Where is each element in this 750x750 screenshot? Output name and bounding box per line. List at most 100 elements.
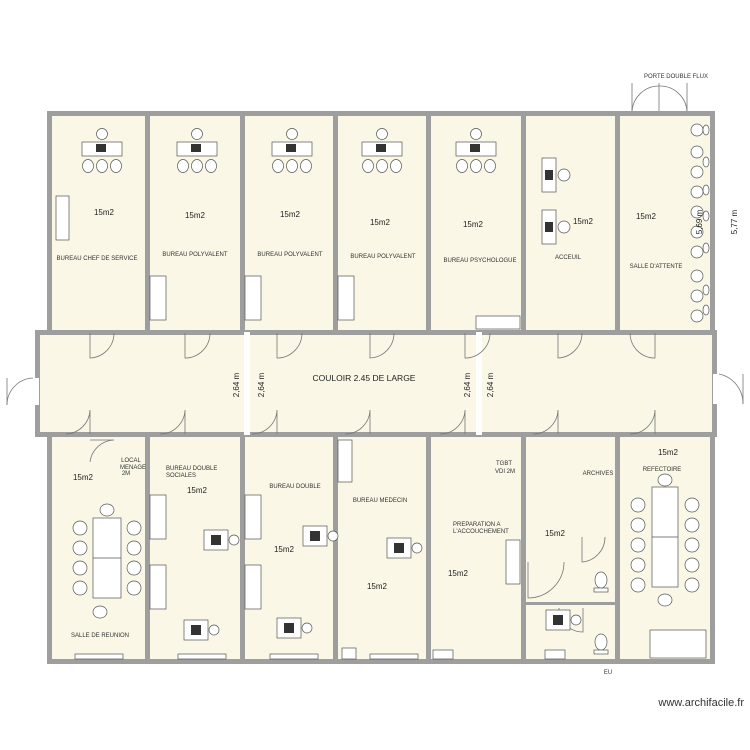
room-area: 15m2 — [367, 582, 388, 591]
dimension-label: 2,64 m — [486, 372, 495, 397]
chair-icon — [470, 128, 482, 140]
room-label: BUREAU PSYCHOLOGUE — [443, 258, 516, 264]
dimension-label: 2,64 m — [463, 372, 472, 397]
chair-icon — [657, 593, 673, 607]
computer-icon — [96, 144, 106, 152]
room-area: 15m2 — [280, 210, 301, 219]
chair-icon — [300, 159, 312, 173]
room-area: 15m2 — [274, 545, 295, 554]
chair-icon — [72, 520, 88, 536]
wc-label: EU — [604, 670, 612, 676]
refectoire-table — [651, 486, 679, 588]
room-label: MENAGE — [120, 465, 146, 471]
room-label: LOCAL — [121, 458, 141, 464]
corridor-opening — [244, 332, 250, 435]
corridor-opening — [476, 332, 482, 435]
chair-icon — [286, 159, 298, 173]
meeting-table — [92, 517, 122, 599]
room-label: SALLE D'ATTENTE — [630, 264, 683, 270]
chair-icon — [690, 145, 704, 159]
room-label: BUREAU POLYVALENT — [162, 252, 227, 258]
room-label: TGBT — [496, 461, 512, 467]
chair-icon — [690, 165, 704, 179]
room-label: L'ACCOUCHEMENT — [453, 529, 509, 535]
office-furniture — [81, 128, 582, 641]
chair-icon — [690, 123, 704, 137]
chair-icon — [702, 210, 710, 222]
chair-icon — [191, 128, 203, 140]
room-area: 15m2 — [448, 569, 469, 578]
chair-icon — [456, 159, 468, 173]
chair-icon — [110, 159, 122, 173]
room-area: 15m2 — [370, 218, 391, 227]
computer-icon — [286, 144, 296, 152]
computer-icon — [470, 144, 480, 152]
computer-icon — [191, 144, 201, 152]
chair-icon — [630, 497, 646, 513]
chair-icon — [630, 537, 646, 553]
room-area: 15m2 — [185, 211, 206, 220]
room-area: 15m2 — [94, 208, 115, 217]
desk-icon — [455, 128, 497, 173]
chair-icon — [630, 577, 646, 593]
chair-icon — [702, 242, 710, 254]
chair-icon — [557, 220, 571, 234]
chair-icon — [570, 614, 582, 626]
desk-icon — [183, 619, 220, 641]
room-label: REFECTOIRE — [643, 467, 682, 473]
chair-icon — [205, 159, 217, 173]
computer-icon — [191, 625, 201, 635]
chair-icon — [96, 159, 108, 173]
corridor-label: COULOIR 2.45 DE LARGE — [313, 373, 416, 383]
chair-icon — [92, 605, 108, 619]
chair-icon — [96, 128, 108, 140]
computer-icon — [211, 535, 221, 545]
room-label: SALLE DE REUNION — [71, 633, 129, 639]
desk-icon — [203, 529, 240, 551]
desk-icon — [541, 209, 571, 245]
chair-icon — [376, 159, 388, 173]
chair-icon — [630, 517, 646, 533]
room-label: PREPARATION A — [453, 522, 500, 528]
cabinets — [55, 195, 707, 660]
room-labels-bottom: SALLE DE REUNION 15m2 LOCAL MENAGE 2M BU… — [71, 448, 681, 639]
chair-icon — [690, 289, 704, 303]
chair-icon — [72, 540, 88, 556]
double-door-icon — [631, 83, 688, 114]
computer-icon — [394, 543, 404, 553]
chair-icon — [301, 622, 313, 634]
room-label: SOCIALES — [166, 473, 196, 479]
chair-icon — [484, 159, 496, 173]
chair-icon — [362, 159, 374, 173]
chair-icon — [684, 577, 700, 593]
desk-icon — [302, 525, 339, 547]
chair-icon — [191, 159, 203, 173]
desk-icon — [276, 617, 313, 639]
chair-icon — [72, 560, 88, 576]
chair-icon — [126, 520, 142, 536]
chair-icon — [557, 168, 571, 182]
chair-icon — [702, 284, 710, 296]
desk-icon — [545, 609, 582, 631]
chair-icon — [690, 205, 704, 219]
desk-icon — [361, 128, 403, 173]
table-chairs — [72, 473, 700, 619]
room-label: BUREAU DOUBLE — [269, 484, 320, 490]
chair-icon — [82, 159, 94, 173]
computer-icon — [284, 623, 294, 633]
waiting-chairs — [690, 123, 710, 323]
dimension-label: 5,69 m — [695, 209, 704, 234]
chair-icon — [126, 540, 142, 556]
room-label: BUREAU DOUBLE — [166, 466, 217, 472]
room-label: BUREAU POLYVALENT — [257, 252, 322, 258]
chair-icon — [208, 624, 220, 636]
chair-icon — [72, 580, 88, 596]
room-labels-top: BUREAU CHEF DE SERVICE 15m2 BUREAU POLYV… — [57, 208, 683, 270]
chair-icon — [470, 159, 482, 173]
room-label: BUREAU CHEF DE SERVICE — [57, 256, 138, 262]
room-area: 15m2 — [73, 473, 94, 482]
chair-icon — [690, 225, 704, 239]
chair-icon — [690, 269, 704, 283]
room-label: VDI 2M — [495, 469, 515, 475]
dimension-label: 2,64 m — [257, 372, 266, 397]
